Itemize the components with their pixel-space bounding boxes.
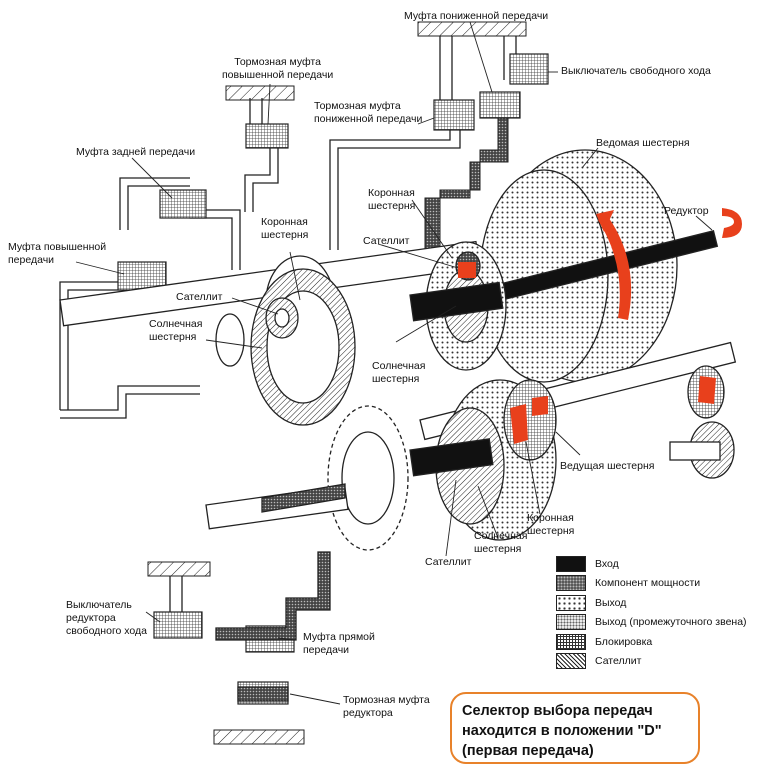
label-ring-gear-bottom: Коронная шестерня [527, 512, 575, 537]
leader-lines [75, 21, 713, 705]
lower-shafts [205, 483, 349, 702]
label-low-clutch: Муфта пониженной передачи [404, 10, 549, 22]
label-reducer-brake: Тормозная муфта редуктора [343, 694, 430, 719]
hydraulic-lines [59, 36, 517, 620]
label-direct-clutch: Муфта прямой передачи [303, 631, 375, 656]
label-ring-gear-right: Коронная шестерня [368, 187, 416, 212]
legend-item: Выход [556, 594, 626, 612]
legend-item: Сателлит [556, 652, 641, 670]
label-overdrive-brake: Тормозная муфта повышенной передачи [222, 56, 334, 81]
rotation-arrows [458, 208, 742, 444]
legend-item: Вход [556, 555, 619, 573]
driven-gear-drum [479, 149, 719, 383]
legend-label: Блокировка [595, 636, 653, 648]
legend-swatch-power [556, 575, 586, 591]
legend-swatch-satellite [556, 653, 586, 669]
label-satellite-right: Сателлит [363, 235, 410, 247]
label-drive-gear: Ведущая шестерня [560, 460, 655, 472]
label-reverse-clutch: Муфта задней передачи [76, 146, 196, 158]
label-sun-gear-left: Солнечная шестерня [149, 318, 203, 343]
label-reducer: Редуктор [664, 205, 709, 217]
legend-label: Выход (промежуточного звена) [595, 616, 747, 628]
legend-label: Сателлит [595, 655, 642, 667]
gear-selector-status-box: Селектор выбора передач находится в поло… [450, 692, 700, 764]
rear-planetary-set [409, 241, 507, 371]
label-freewheel-switch: Выключатель свободного хода [561, 65, 711, 77]
legend-swatch-input [556, 556, 586, 572]
legend-label: Выход [595, 597, 627, 609]
legend-label: Компонент мощности [595, 577, 701, 589]
label-sun-gear-bottom: Солнечная шестерня [474, 530, 528, 555]
legend-item: Компонент мощности [556, 574, 700, 592]
label-ring-gear-left: Коронная шестерня [261, 216, 309, 241]
clutch-pistons [117, 53, 549, 705]
legend-swatch-output [556, 595, 586, 611]
lower-gearset [327, 341, 737, 551]
legend-swatch-lock [556, 634, 586, 650]
label-sun-gear-mid: Солнечная шестерня [372, 360, 426, 385]
legend-swatch-outmid [556, 614, 586, 630]
overdrive-planetary-set [250, 268, 356, 426]
legend-item: Выход (промежуточного звена) [556, 613, 747, 631]
housing-ground-marks [147, 21, 527, 745]
label-driven-gear: Ведомая шестерня [596, 137, 690, 149]
legend-item: Блокировка [556, 633, 652, 651]
label-satellite-bottom: Сателлит [425, 556, 472, 568]
label-overdrive-clutch: Муфта повышенной передачи [8, 241, 107, 266]
label-reducer-freewheel-switch: Выключатель редуктора свободного хода [66, 599, 148, 637]
legend-label: Вход [595, 558, 619, 570]
label-low-brake: Тормозная муфта пониженной передачи [314, 100, 423, 125]
label-satellite-left: Сателлит [176, 291, 223, 303]
